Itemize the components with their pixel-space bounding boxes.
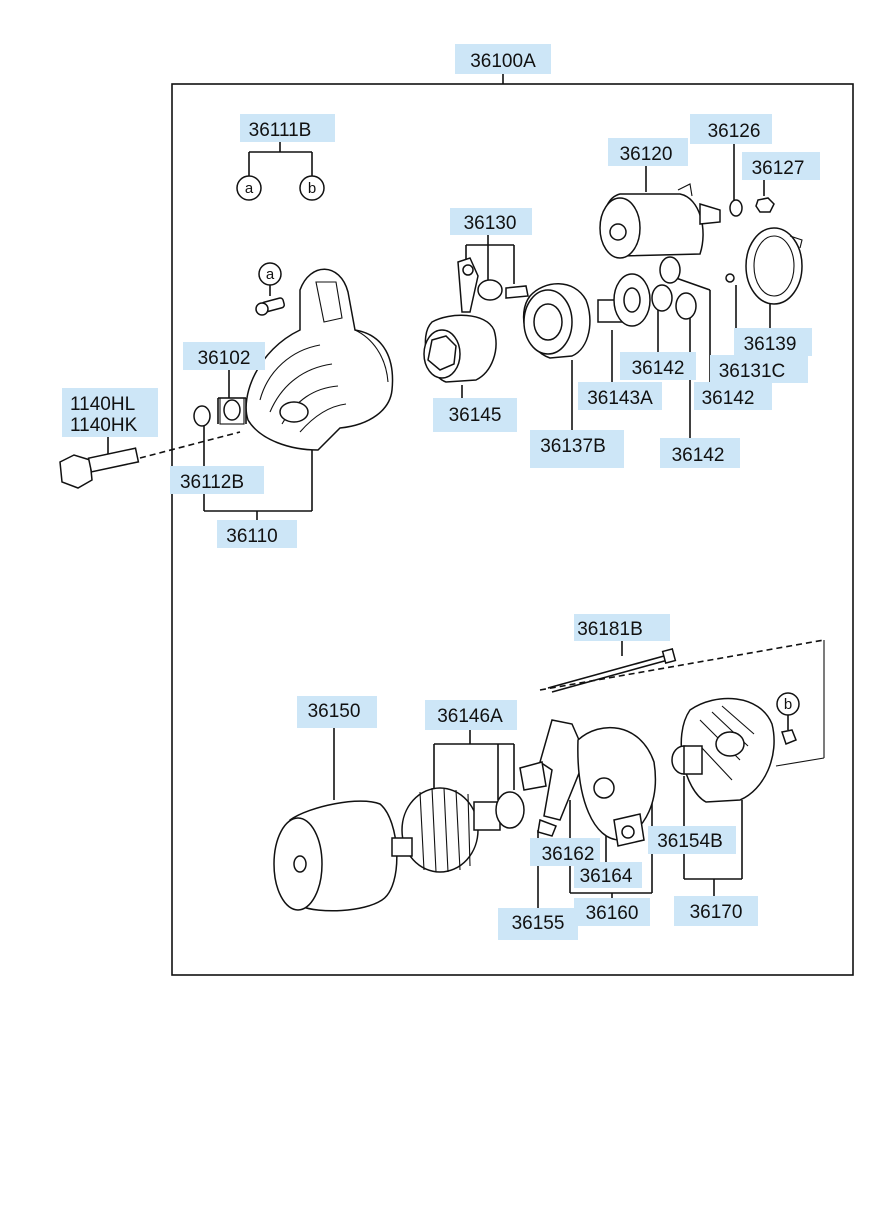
svg-text:36142: 36142 [632, 358, 685, 379]
label-36146A: 36146A [425, 700, 517, 730]
label-36110: 36110 [217, 520, 297, 548]
svg-text:36137B: 36137B [540, 436, 606, 457]
svg-text:36127: 36127 [752, 158, 805, 179]
label-36139: 36139 [734, 328, 812, 356]
svg-text:36160: 36160 [586, 903, 639, 924]
label-36137B: 36137B [530, 430, 624, 468]
marker-a-top: a [236, 175, 262, 201]
armature [391, 787, 525, 873]
label-36142-right: 36142 [694, 382, 772, 410]
svg-text:1140HL: 1140HL [70, 394, 135, 415]
marker-b-bolt: b [776, 692, 800, 716]
svg-text:36130: 36130 [464, 213, 517, 234]
planetary-shaft [597, 273, 651, 327]
svg-text:36112B: 36112B [180, 472, 244, 493]
assembly-frame [171, 83, 854, 976]
svg-text:a: a [245, 180, 254, 197]
svg-text:36110: 36110 [226, 526, 277, 547]
label-36143A: 36143A [578, 382, 662, 410]
svg-text:36150: 36150 [308, 701, 361, 722]
label-36154B: 36154B [648, 826, 736, 854]
svg-text:36170: 36170 [690, 902, 743, 923]
svg-text:36131C: 36131C [719, 361, 786, 382]
bushing [193, 397, 245, 427]
svg-text:36146A: 36146A [437, 706, 503, 727]
label-36181B: 36181B [574, 614, 670, 641]
svg-text:b: b [784, 696, 792, 713]
internal-gear [522, 283, 591, 359]
marker-b-top: b [299, 175, 325, 201]
label-36112B: 36112B [170, 466, 264, 494]
svg-text:36143A: 36143A [587, 388, 653, 409]
svg-text:36145: 36145 [449, 405, 502, 426]
svg-text:36155: 36155 [512, 913, 565, 934]
through-bolt-front [59, 431, 241, 489]
label-36160: 36160 [574, 898, 650, 926]
svg-text:36142: 36142 [702, 388, 755, 409]
svg-text:36126: 36126 [708, 121, 761, 142]
svg-text:36142: 36142 [672, 445, 725, 466]
svg-text:a: a [266, 266, 275, 283]
label-36150: 36150 [297, 696, 377, 728]
planetary-gears [651, 256, 697, 320]
svg-text:36100A: 36100A [470, 51, 536, 72]
svg-text:b: b [308, 180, 316, 197]
washer-nut [729, 197, 775, 217]
yoke-housing [273, 800, 398, 912]
label-36111B: 36111B [240, 114, 335, 142]
solenoid [599, 183, 721, 259]
label-36155: 36155 [498, 908, 578, 940]
label-36170: 36170 [674, 896, 758, 926]
leader-lines [107, 74, 771, 908]
label-36142-left: 36142 [620, 352, 696, 380]
svg-text:36181B: 36181B [577, 619, 643, 640]
steel-ball [725, 273, 735, 283]
pinion-gear [423, 314, 497, 383]
label-1140HL-1140HK: 1140HL 1140HK [62, 388, 158, 437]
svg-text:1140HK: 1140HK [70, 415, 138, 436]
label-36120: 36120 [608, 138, 688, 166]
shift-lever [457, 257, 529, 313]
svg-text:36162: 36162 [542, 844, 595, 865]
svg-text:36164: 36164 [580, 866, 633, 887]
svg-text:36102: 36102 [198, 348, 251, 369]
marker-a-bolt: a [258, 262, 282, 286]
label-36102: 36102 [183, 342, 265, 370]
rear-cover [671, 697, 797, 803]
svg-text:36120: 36120 [620, 144, 673, 165]
label-36162: 36162 [530, 838, 600, 866]
small-bolt-a [255, 285, 285, 316]
svg-text:36139: 36139 [744, 334, 797, 355]
label-36142-bottom: 36142 [660, 438, 740, 468]
svg-text:36154B: 36154B [657, 831, 723, 852]
cover-plate [745, 227, 803, 305]
brush-holder [519, 719, 657, 847]
label-36126: 36126 [690, 114, 772, 144]
label-36127: 36127 [742, 152, 820, 180]
svg-text:36111B: 36111B [249, 120, 312, 141]
front-housing [245, 268, 394, 451]
label-36164: 36164 [574, 862, 642, 888]
label-36130: 36130 [450, 208, 532, 235]
label-36100A: 36100A [455, 44, 551, 74]
label-36131C: 36131C [710, 355, 808, 383]
label-36145: 36145 [433, 398, 517, 432]
through-bolt-rear [539, 639, 825, 767]
